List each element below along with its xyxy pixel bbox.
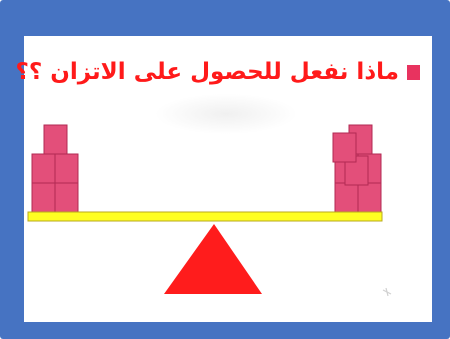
- sparkle-mark: [382, 287, 392, 297]
- weight-block: [43, 124, 68, 155]
- weight-block: [31, 153, 56, 184]
- weight-block: [334, 182, 359, 213]
- weight-block: [357, 182, 382, 213]
- weight-block: [54, 153, 79, 184]
- weight-block: [31, 182, 56, 213]
- weight-block: [332, 132, 357, 163]
- soft-glow: [156, 94, 296, 134]
- fulcrum-triangle: [164, 224, 262, 294]
- slide-title: ماذا نفعل للحصول على الاتزان ؟؟: [15, 59, 399, 85]
- balance-beam: [27, 211, 383, 222]
- bullet-square: [407, 64, 420, 80]
- left-stack: [31, 124, 79, 213]
- right-stack: [332, 124, 382, 213]
- title-row: ماذا نفعل للحصول على الاتزان ؟؟: [16, 52, 420, 92]
- weight-block: [54, 182, 79, 213]
